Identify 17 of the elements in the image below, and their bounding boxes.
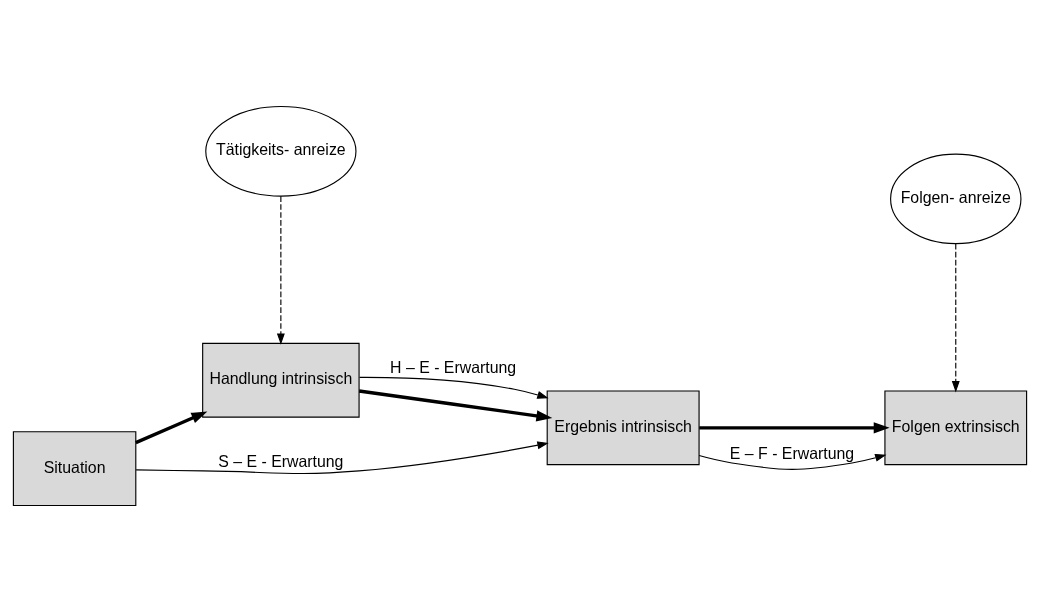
arrow [358, 389, 553, 422]
arrow [699, 422, 890, 434]
node-ellipse: Folgen- anreize [890, 153, 1022, 245]
arrow [698, 453, 887, 470]
arrow [359, 376, 549, 399]
node-box: Situation [12, 431, 137, 507]
edge-label: E – F - Erwartung [729, 444, 855, 462]
arrow [951, 243, 960, 393]
arrow [135, 411, 208, 445]
edge-label: H – E - Erwartung [390, 358, 517, 376]
edge-label: S – E - Erwartung [218, 452, 344, 470]
node-box: Handlung intrinsisch [202, 342, 360, 418]
arrow [135, 441, 549, 475]
node-ellipse: Tätigkeits- anreize [205, 105, 357, 197]
arrow [276, 195, 285, 345]
node-box: Folgen extrinsisch [884, 390, 1028, 466]
node-box: Ergebnis intrinsisch [546, 390, 700, 466]
